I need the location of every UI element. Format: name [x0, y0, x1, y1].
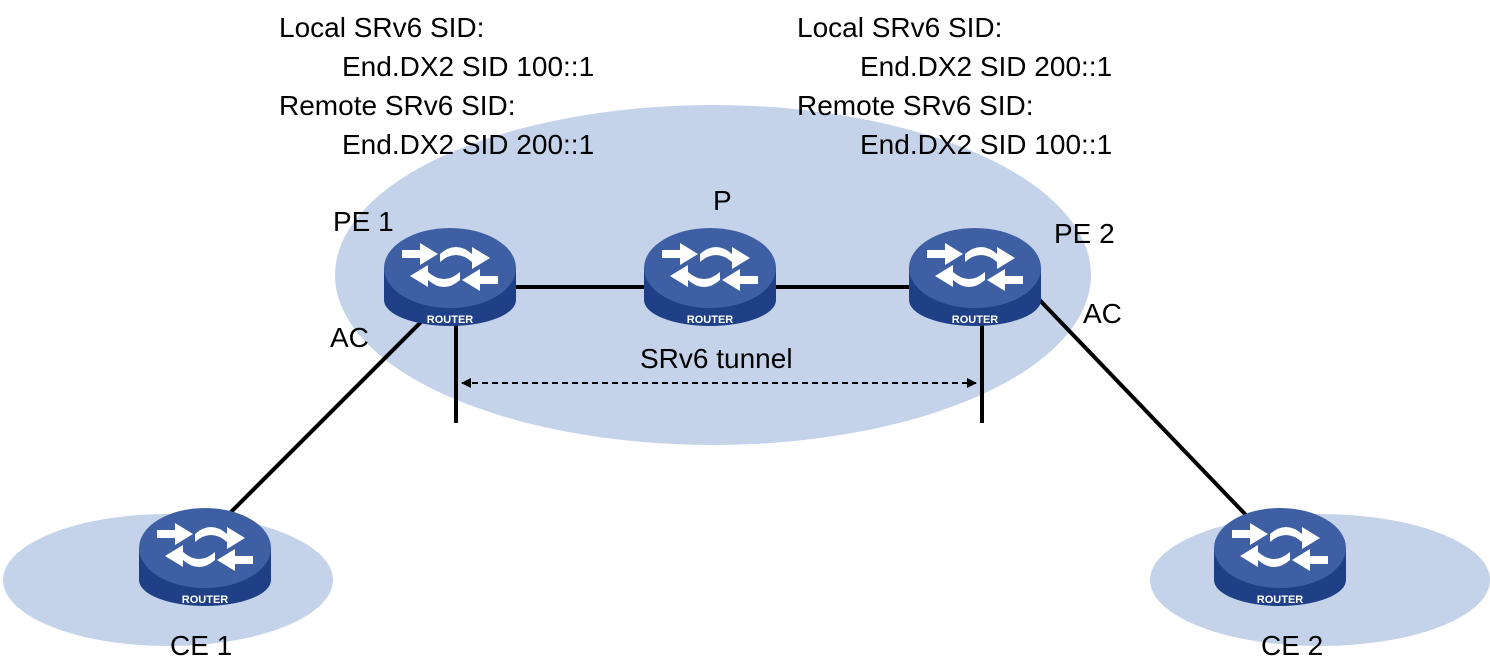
label-ce1: CE 1	[170, 630, 232, 661]
pe2-local-sid-value: End.DX2 SID 200::1	[860, 51, 1112, 82]
router-ce1[interactable]: ROUTER	[139, 508, 271, 606]
link-ce1-pe1	[203, 316, 427, 540]
pe2-remote-sid-value: End.DX2 SID 100::1	[860, 129, 1112, 160]
label-srv6-tunnel: SRv6 tunnel	[640, 343, 793, 374]
label-ac-left: AC	[330, 322, 369, 353]
router-icon	[909, 228, 1041, 326]
router-ce2-device-text: ROUTER	[1257, 594, 1304, 606]
pe2-local-sid-heading: Local SRv6 SID:	[797, 12, 1002, 43]
router-icon	[644, 228, 776, 326]
router-pe1-device-text: ROUTER	[427, 314, 474, 326]
label-p: P	[713, 185, 732, 216]
label-pe2: PE 2	[1054, 218, 1115, 249]
label-ac-right: AC	[1083, 298, 1122, 329]
router-ce1-device-text: ROUTER	[182, 594, 229, 606]
router-icon	[139, 508, 271, 606]
router-pe2-device-text: ROUTER	[952, 314, 999, 326]
router-pe2[interactable]: ROUTER	[909, 228, 1041, 326]
router-p-device-text: ROUTER	[687, 314, 734, 326]
pe1-remote-sid-heading: Remote SRv6 SID:	[279, 90, 516, 121]
router-pe1[interactable]: ROUTER	[384, 228, 516, 326]
pe2-remote-sid-heading: Remote SRv6 SID:	[797, 90, 1034, 121]
router-p[interactable]: ROUTER	[644, 228, 776, 326]
pe1-local-sid-heading: Local SRv6 SID:	[279, 12, 484, 43]
pe1-local-sid-value: End.DX2 SID 100::1	[342, 51, 594, 82]
label-pe1: PE 1	[333, 206, 394, 237]
link-pe2-ce2	[1028, 288, 1270, 540]
router-ce2[interactable]: ROUTER	[1214, 508, 1346, 606]
router-icon	[384, 228, 516, 326]
pe1-remote-sid-value: End.DX2 SID 200::1	[342, 129, 594, 160]
label-ce2: CE 2	[1261, 630, 1323, 661]
router-icon	[1214, 508, 1346, 606]
